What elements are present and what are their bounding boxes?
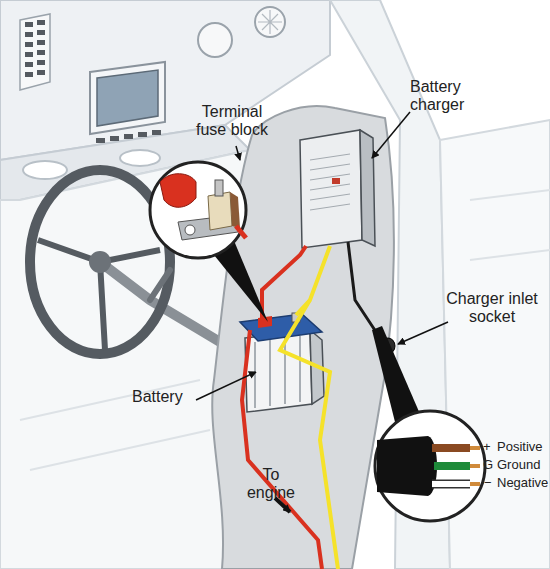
pin-name: Ground [497,458,549,473]
switch [25,42,33,47]
cup-holder [120,150,160,166]
button [124,134,133,139]
leader-line [372,112,410,158]
display-bezel [90,62,165,134]
leader-line [398,322,448,344]
switch [25,62,33,67]
button [138,132,147,137]
inset-circle [150,162,246,258]
negative-wire-outline [432,480,470,489]
gauge [255,7,285,37]
ring-hole [185,225,195,235]
switch-panel [20,14,50,90]
switch [25,22,33,27]
battery-cells [255,336,300,408]
switch [37,20,45,25]
switch [37,50,45,55]
gauge-spokes [258,10,282,34]
copper-tip [470,446,480,450]
copper-tip [470,464,480,468]
cutaway-compartment [212,106,394,569]
part-label: Charger inlet socket [444,290,540,327]
battery-top [240,314,322,341]
terminal-stud [215,180,223,196]
cable-jacket [377,436,437,496]
gauge [198,23,232,57]
switch [37,40,45,45]
switch [37,30,45,35]
terminal-boot [160,174,196,208]
charger-front [300,130,362,248]
pin-symbol: − [484,476,496,491]
red-wire [236,226,246,238]
pin-name: Positive [497,440,549,455]
callout-wedge [372,326,420,426]
switch [25,32,33,37]
switch [25,72,33,77]
display-buttons [96,130,161,143]
charger-side [360,130,375,246]
wheel-spokes [38,240,160,350]
switch [25,52,33,57]
negative-wire [432,481,470,487]
console-front [0,150,250,569]
switch [37,60,45,65]
steering-wheel [30,170,170,354]
pin-symbol: G [483,458,495,473]
wheel-hub [89,251,111,273]
inset-circle [375,411,485,521]
red-wire [262,246,306,318]
display-screen [97,70,158,126]
charger-vents [310,154,350,210]
ground-wire [434,462,470,470]
pin-symbol: + [483,440,495,455]
yellow-wire [280,246,338,569]
red-wire [242,330,322,569]
switch [37,70,45,75]
switch-plate [20,14,50,90]
positive-wire [432,444,470,452]
leader-line [236,146,240,160]
leader-line [196,372,256,400]
charger-indicator [332,178,340,184]
battery-case [245,330,312,412]
part-label: Battery [132,388,202,406]
throttle-lever [150,270,170,300]
part-label: Battery charger [410,78,482,115]
part-label: To engine [240,466,302,503]
button [152,130,161,135]
pin-name: Negative [497,476,550,491]
button [96,138,105,143]
cup-holder [23,161,67,179]
part-label: Terminal fuse block [187,103,277,140]
fuse-block [208,192,232,230]
fuse-block-side [230,192,240,228]
button [110,136,119,141]
copper-tip [470,482,480,486]
yellow-wire [296,300,310,315]
